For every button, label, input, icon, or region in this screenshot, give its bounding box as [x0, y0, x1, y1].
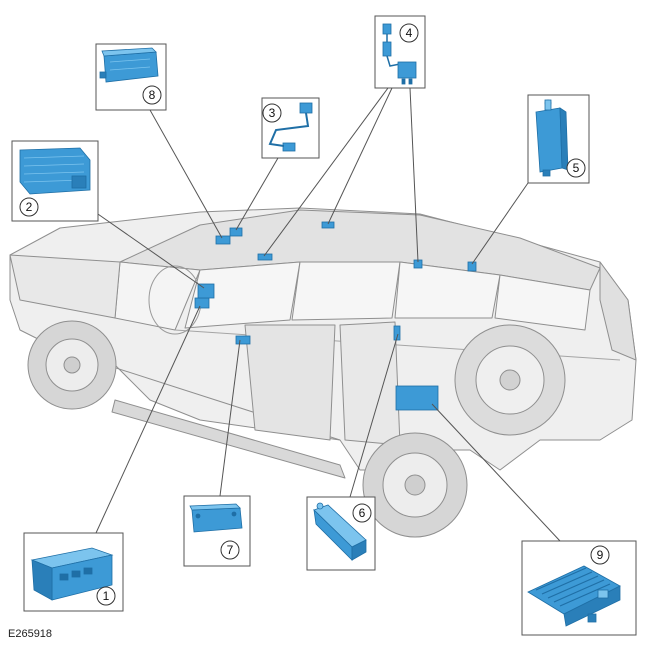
leader-line-4b — [327, 87, 393, 225]
leader-lines — [94, 87, 561, 542]
module-image-9 — [527, 565, 621, 627]
leader-line-1 — [95, 305, 201, 534]
leader-line-4c — [409, 87, 419, 263]
callout-marker-7: 7 — [220, 540, 240, 560]
module-marker-7 — [235, 335, 251, 345]
leader-line-7 — [219, 339, 241, 497]
callout-marker-2: 2 — [19, 197, 39, 217]
vehicle-illustration — [9, 207, 637, 538]
callout-number-8: 8 — [149, 88, 156, 102]
module-image-4 — [382, 23, 417, 85]
module-image-7 — [189, 503, 243, 533]
module-image-2 — [19, 147, 91, 195]
leader-line-5 — [471, 182, 529, 265]
leader-line-8 — [149, 109, 223, 239]
leader-line-6 — [349, 333, 399, 498]
leader-line-2 — [94, 211, 205, 289]
module-image-6 — [313, 502, 367, 561]
leader-line-4a — [263, 87, 389, 257]
rear-wheel-right — [454, 324, 566, 436]
module-illustrations — [19, 23, 621, 627]
module-image-1 — [30, 547, 114, 601]
callout-number-7: 7 — [227, 543, 234, 557]
callout-number-3: 3 — [269, 106, 276, 120]
module-marker-4b — [321, 221, 335, 229]
callout-marker-4: 4 — [399, 23, 419, 43]
module-image-5 — [535, 99, 569, 177]
figure-reference-code: E265918 — [8, 628, 53, 640]
callout-number-9: 9 — [597, 548, 604, 562]
callout-marker-5: 5 — [566, 158, 586, 178]
module-image-3 — [268, 102, 313, 152]
callout-marker-6: 6 — [352, 503, 372, 523]
rear-wheel-left — [362, 432, 468, 538]
callout-number-2: 2 — [26, 200, 33, 214]
callout-number-6: 6 — [359, 506, 366, 520]
leader-line-9 — [431, 403, 561, 542]
module-marker-8 — [215, 235, 231, 245]
front-wheel — [27, 320, 117, 410]
module-marker-2 — [197, 283, 215, 299]
module-marker-9 — [395, 385, 439, 411]
callout-number-1: 1 — [103, 589, 110, 603]
callout-marker-9: 9 — [590, 545, 610, 565]
callout-marker-3: 3 — [262, 103, 282, 123]
module-marker-3 — [229, 227, 243, 237]
in-vehicle-modules — [194, 221, 477, 411]
module-marker-1 — [194, 297, 210, 309]
leader-line-3 — [235, 157, 279, 231]
module-image-8 — [99, 47, 159, 83]
callout-marker-1: 1 — [96, 586, 116, 606]
callout-number-4: 4 — [406, 26, 413, 40]
module-marker-5 — [467, 261, 477, 272]
module-marker-6 — [393, 325, 401, 341]
callout-number-circles: 1 2 3 4 5 6 7 8 — [19, 23, 610, 606]
callout-number-5: 5 — [573, 161, 580, 175]
callout-marker-8: 8 — [142, 85, 162, 105]
